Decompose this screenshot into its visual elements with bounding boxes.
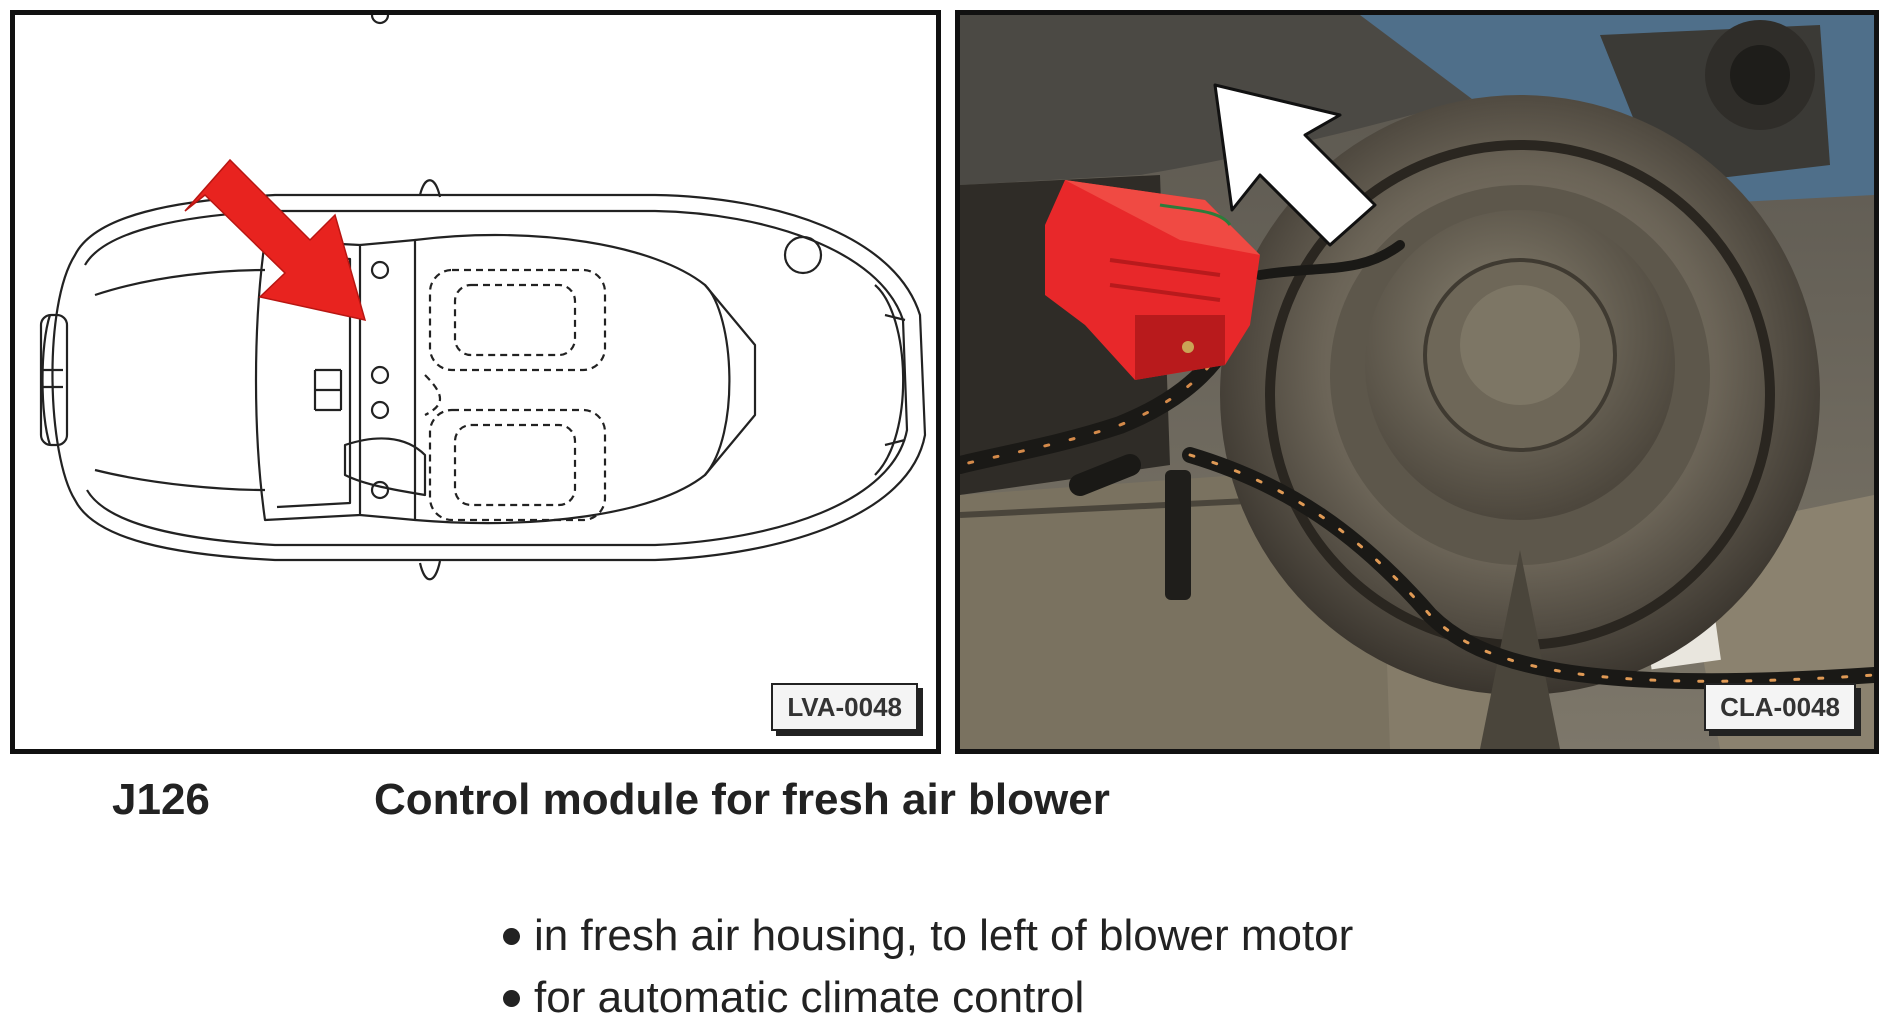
blower-housing-photo xyxy=(960,15,1874,749)
note-text: in fresh air housing, to left of blower … xyxy=(534,911,1354,960)
note-text: for automatic climate control xyxy=(534,973,1085,1022)
component-title: Control module for fresh air blower xyxy=(374,775,1110,824)
module-pointer-arrow xyxy=(1213,83,1377,247)
component-photo-panel: CLA-0048 xyxy=(955,10,1879,754)
figure-code: CLA-0048 xyxy=(1704,683,1856,731)
location-arrow xyxy=(184,158,367,322)
location-diagram-panel: LVA-0048 xyxy=(10,10,941,754)
car-top-view-diagram xyxy=(39,15,927,581)
control-module-j126 xyxy=(1045,180,1260,380)
bullet-icon xyxy=(503,927,520,945)
component-id: J126 xyxy=(112,775,210,824)
figure-code: LVA-0048 xyxy=(771,683,918,731)
note-item: in fresh air housing, to left of blower … xyxy=(503,914,1353,958)
note-item: for automatic climate control xyxy=(503,976,1084,1020)
bullet-icon xyxy=(503,989,520,1007)
